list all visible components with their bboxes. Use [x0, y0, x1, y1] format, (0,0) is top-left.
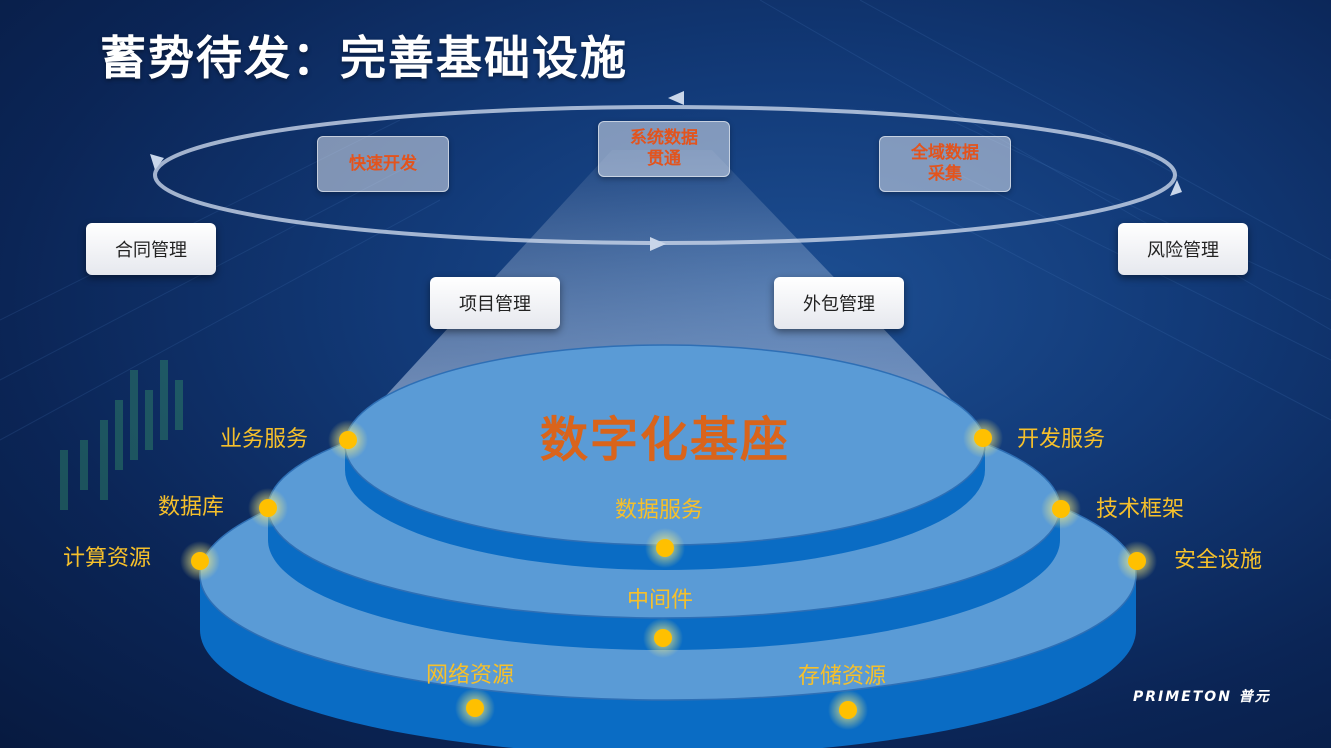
company-logo: PRIMETON 普元	[1133, 689, 1271, 705]
label-storage: 存储资源	[798, 664, 887, 689]
label-compute: 计算资源	[63, 546, 152, 571]
dot-business-service	[328, 420, 368, 460]
label-dev-service: 开发服务	[1017, 427, 1106, 452]
dot-dev-service	[963, 418, 1003, 458]
base-title: 数字化基座	[540, 412, 791, 468]
label-data-service: 数据服务	[615, 498, 704, 523]
dot-storage	[828, 690, 868, 730]
label-middleware: 中间件	[627, 588, 694, 613]
module-project: 项目管理	[430, 277, 560, 329]
dot-compute	[180, 541, 220, 581]
ring-arrow-right	[1170, 180, 1182, 196]
page-title: 蓄势待发：完善基础设施	[100, 31, 628, 85]
dot-tech-framework	[1041, 489, 1081, 529]
module-outsource: 外包管理	[774, 277, 904, 329]
module-risk: 风险管理	[1118, 223, 1248, 275]
ring-arrow-left	[150, 154, 164, 170]
dot-network	[455, 688, 495, 728]
ring-arrow-top	[668, 91, 684, 105]
module-contract: 合同管理	[86, 223, 216, 275]
label-database: 数据库	[158, 495, 225, 520]
background-candlesticks	[60, 360, 183, 510]
cycle-item-data-collection: 全域数据 采集	[879, 136, 1011, 192]
label-security: 安全设施	[1174, 548, 1263, 573]
label-business-service: 业务服务	[220, 427, 309, 452]
dot-data-service	[645, 528, 685, 568]
dot-security	[1117, 541, 1157, 581]
cycle-item-data-integration: 系统数据 贯通	[598, 121, 730, 177]
dot-middleware	[643, 618, 683, 658]
cycle-ring	[153, 105, 1177, 245]
dot-database	[248, 488, 288, 528]
label-network: 网络资源	[426, 663, 515, 688]
label-tech-framework: 技术框架	[1096, 497, 1185, 522]
cycle-item-rapid-dev: 快速开发	[317, 136, 449, 192]
ring-arrow-bottom	[650, 237, 666, 251]
